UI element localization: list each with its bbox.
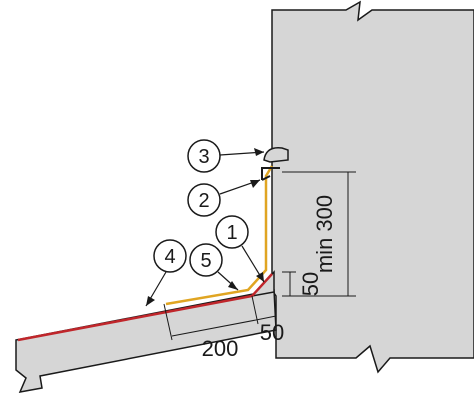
callout-5: 5 <box>189 243 239 291</box>
callout-2: 2 <box>187 179 261 217</box>
dimension-overlap: 200 50 <box>163 295 284 361</box>
dimension-label-upstand-height: min 300 <box>312 195 337 273</box>
roof-deck <box>15 289 277 393</box>
callout-1: 1 <box>215 215 265 283</box>
callout-3-number: 3 <box>198 146 209 168</box>
callout-4-number: 4 <box>164 246 175 268</box>
wall <box>271 0 474 374</box>
callout-1-number: 1 <box>226 222 237 244</box>
callout-2-number: 2 <box>198 190 209 212</box>
dimension-upstand-height: min 300 <box>282 171 356 297</box>
dimension-fillet-height: 50 <box>282 271 323 296</box>
callout-4: 4 <box>145 239 187 307</box>
dimension-label-fillet-width: 50 <box>260 320 284 345</box>
sealant-cap <box>263 147 289 163</box>
callout-3: 3 <box>187 139 265 173</box>
callout-5-number: 5 <box>200 250 211 272</box>
dimension-label-fillet-height: 50 <box>298 272 323 296</box>
upstand-membrane <box>165 165 274 306</box>
fixing-bracket <box>261 167 280 181</box>
dimension-label-overlap: 200 <box>202 336 239 361</box>
